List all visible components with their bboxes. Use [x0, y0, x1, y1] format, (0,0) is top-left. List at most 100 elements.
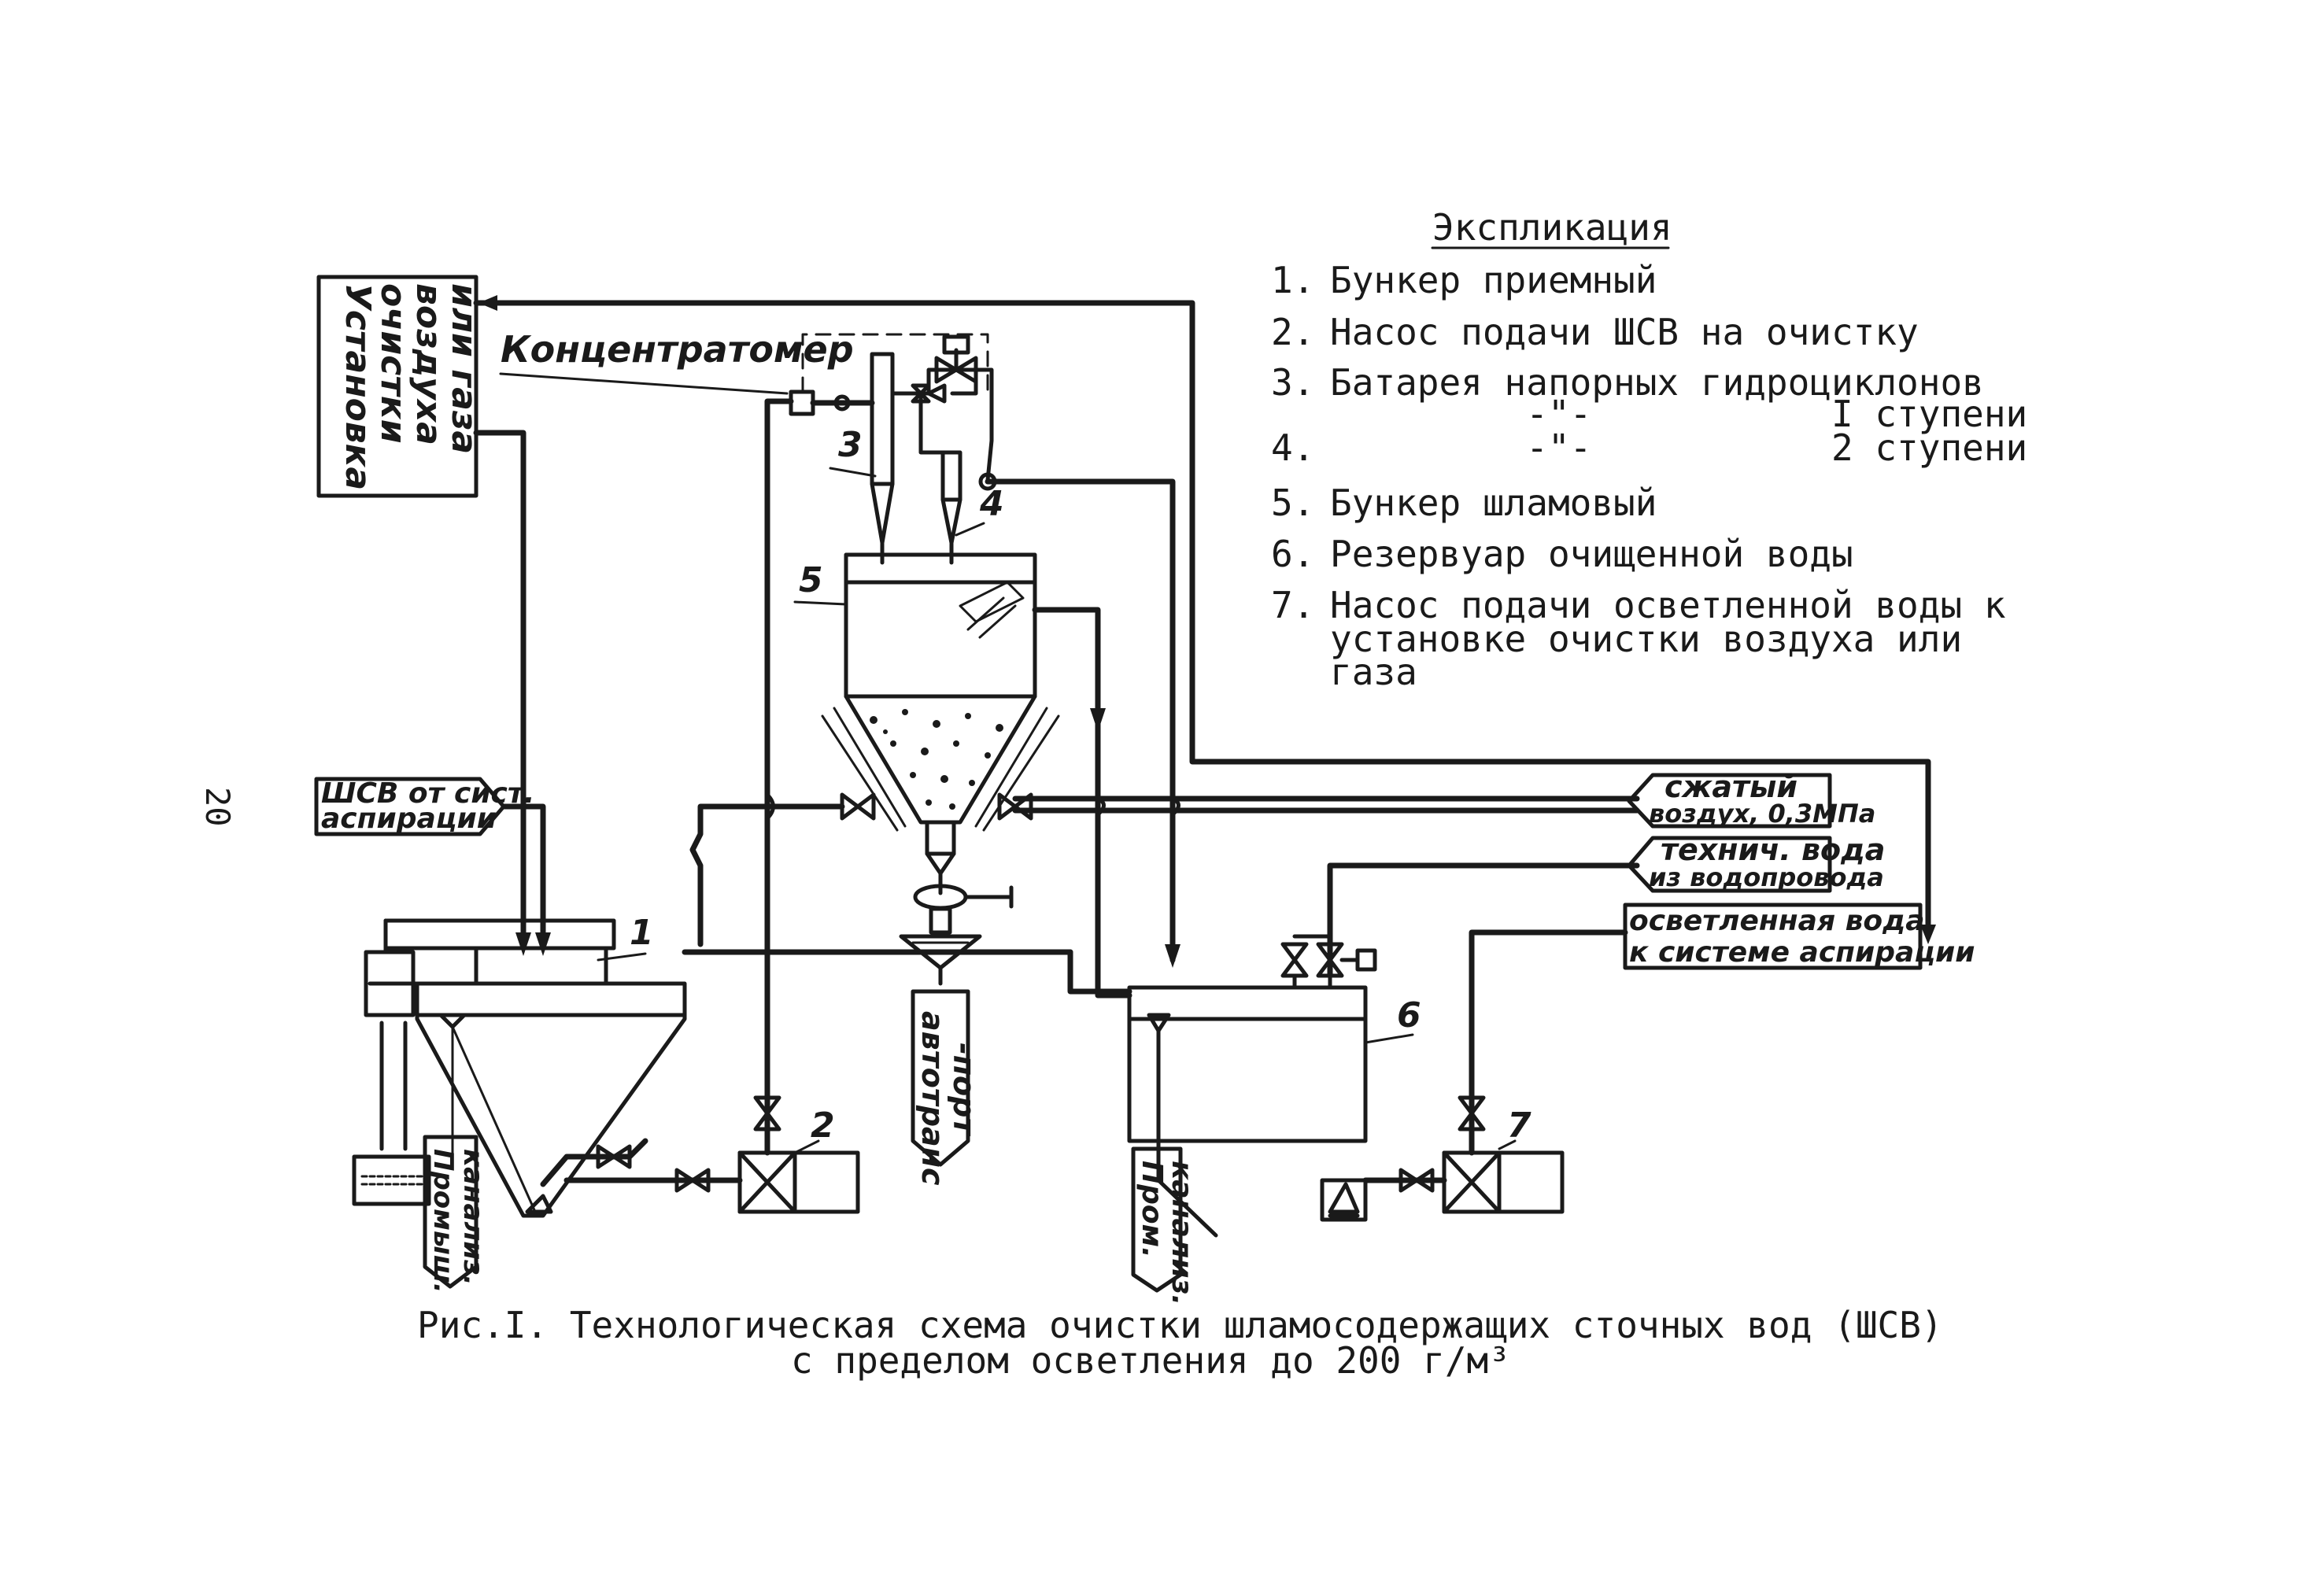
prom-kanal-left-label-2: канализ.: [457, 1149, 489, 1286]
label-2-leader: [793, 1139, 820, 1154]
shsv-label-2: аспирации: [321, 803, 497, 835]
air-cleaning-label-2: очистки: [373, 283, 413, 444]
arrow-shsv-inlet: [535, 932, 551, 956]
bunker-side-valve: [596, 1144, 632, 1169]
explication-item-7-text-2: установке очистки воздуха или: [1330, 618, 1962, 660]
recirc-line: [1067, 949, 1132, 995]
label-3: 3: [838, 425, 863, 465]
explication-item-7-num: 7.: [1271, 584, 1314, 626]
receiving-bunker: [352, 918, 687, 1218]
feed-pipe-to-cyclone: [764, 398, 794, 1136]
concentratometer-sensor: [789, 389, 815, 416]
explication-item-3-text-2: -"- I ступени: [1330, 393, 2027, 435]
crossover-3: [1170, 796, 1180, 817]
tech-water-label-1: технич. вода: [1661, 832, 1885, 867]
shsv-inlet-line: [501, 803, 546, 951]
air-cleaning-label-1: Установка: [338, 283, 378, 490]
bunker-bottom-valve: [674, 1168, 711, 1193]
explication-item-6-num: 6.: [1271, 533, 1314, 575]
explication-item-5-text: Бункер шламовый: [1330, 482, 1657, 524]
air-valve-right: [997, 792, 1033, 821]
label-7: 7: [1507, 1106, 1531, 1146]
clarified-water-label-2: к системе аспирации: [1629, 936, 1975, 969]
label-6-leader: [1364, 1033, 1414, 1044]
explication-item-3-num: 3.: [1271, 361, 1314, 404]
arrow-clarified-return: [1920, 925, 1936, 944]
pump-2: [737, 1150, 860, 1214]
tech-water-tag: технич. вода из водопровода: [1627, 832, 1885, 893]
clarified-water-label-1: осветленная вода: [1629, 905, 1925, 937]
overflow-valve: [911, 383, 947, 404]
control-valve-top: [934, 334, 978, 384]
prom-kanal-right-label-2: канализ.: [1166, 1161, 1198, 1305]
air-valve-left: [840, 792, 876, 821]
compressed-air-tag: сжатый воздух, 0,3МПа: [1627, 770, 1875, 829]
control-branch: [974, 367, 994, 482]
air-unit-to-bunker-line: [473, 430, 527, 947]
concentratometer-signal-line: [801, 333, 989, 399]
caption-line-2: с пределом осветления до 200 г/м³: [791, 1339, 1510, 1382]
bunker-to-tank-line: [1032, 607, 1132, 999]
air-cleaning-unit: Установка очистки воздуха или газа: [316, 275, 484, 498]
concentratometer-leader: [499, 372, 789, 395]
autotransport-tag: автотранс -порт: [911, 989, 981, 1186]
cyclone-interconnect: [918, 395, 945, 455]
label-6: 6: [1397, 995, 1421, 1035]
explication: Экспликация 1. Бункер приемный 2. Насос …: [1271, 206, 2027, 693]
tech-water-to-bunker-line: [689, 803, 845, 947]
feed-junction: [833, 394, 851, 412]
sludge-bunker: [821, 552, 1060, 935]
compressed-air-label-1: сжатый: [1664, 770, 1797, 804]
explication-item-1-num: 1.: [1271, 259, 1314, 301]
label-2: 2: [811, 1106, 835, 1146]
arrow-down-overflow: [1090, 708, 1106, 732]
label-7-leader: [1498, 1139, 1517, 1150]
clarified-water-return-line: [473, 300, 1931, 940]
crossover-2: [1095, 796, 1106, 817]
arrow-down-bunker-1: [515, 932, 531, 956]
explication-item-7-text: Насос подачи осветленной воды к: [1330, 584, 2006, 626]
explication-item-4-text: -"- 2 ступени: [1330, 426, 2027, 469]
prom-kanal-left-label-1: Промыш.: [427, 1149, 459, 1294]
explication-item-6-text: Резервуар очищенной воды: [1330, 533, 1853, 575]
shsv-label-1: ШСВ от сист.: [321, 777, 534, 810]
crossover-1: [765, 792, 775, 821]
explication-item-3-text: Батарея напорных гидроциклонов: [1330, 361, 1984, 404]
explication-item-4-num: 4.: [1271, 426, 1314, 469]
label-4-leader: [955, 522, 985, 537]
explication-item-2-text: Насос подачи ШСВ на очистку: [1330, 311, 1919, 353]
arrow-into-air-unit: [478, 295, 497, 311]
tech-water-label-2: из водопровода: [1649, 862, 1884, 892]
arrow-into-tank-6: [1165, 944, 1180, 968]
hydrocyclone-stage-1: [870, 352, 895, 565]
prom-kanal-right-label-1: Пром.: [1136, 1161, 1168, 1258]
explication-item-2-num: 2.: [1271, 311, 1314, 353]
label-5: 5: [799, 560, 823, 600]
prom-kanal-right-tag: Пром. канализ.: [1131, 1146, 1198, 1305]
caption-line-1: Рис.I. Технологическая схема очистки шла…: [417, 1304, 1943, 1346]
explication-item-7-text-3: газа: [1330, 651, 1417, 693]
bunker-overflow-line: [682, 949, 1073, 975]
tech-water-valves: [1280, 934, 1377, 990]
pump-7-suction-valve: [1398, 1168, 1435, 1193]
explication-title: Экспликация: [1432, 206, 1672, 249]
pump-7: [1442, 1150, 1565, 1214]
label-1: 1: [630, 913, 654, 953]
label-4: 4: [979, 484, 1004, 524]
explication-item-1-text: Бункер приемный: [1330, 259, 1657, 301]
explication-item-5-num: 5.: [1271, 482, 1314, 524]
air-cleaning-label-3: воздуха: [408, 283, 449, 445]
autotransport-label-2: -порт: [947, 1043, 981, 1136]
clean-water-tank: [1127, 985, 1368, 1238]
concentratometer-label: Концентратомер: [501, 328, 854, 371]
tech-water-line: [1327, 862, 1640, 979]
label-5-leader: [793, 600, 848, 606]
autotransport-label-1: автотранс: [915, 1011, 950, 1186]
label-1-leader: [597, 952, 647, 962]
label-3-leader: [829, 467, 877, 478]
pump-7-discharge-valve: [1458, 1095, 1486, 1131]
hydrocyclone-stage-2: [940, 450, 962, 565]
clarified-junction: [978, 472, 997, 491]
page-number: 20: [198, 787, 237, 827]
